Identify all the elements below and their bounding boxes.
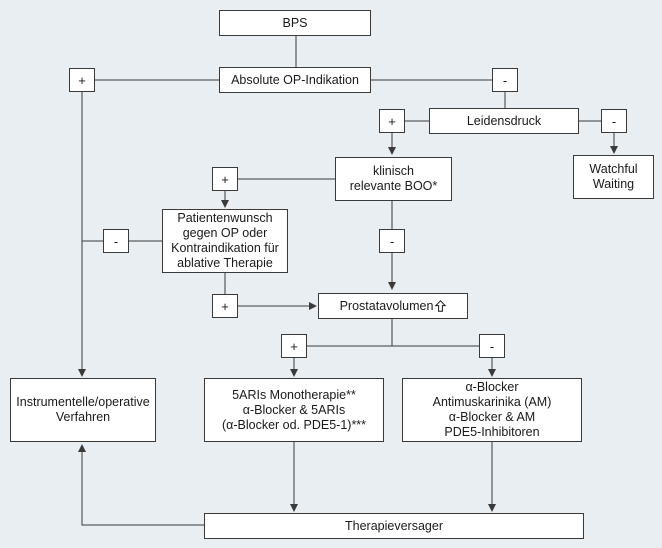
watchful-waiting-node: Watchful Waiting [573, 155, 654, 199]
prostatavolumen-label: Prostatavolumen [339, 298, 434, 313]
leidensdruck-minus-sign: - [601, 109, 627, 133]
up-outline-arrow-icon [435, 300, 447, 312]
5aris-monotherapie-node: 5ARIs Monotherapie** α-Blocker & 5ARIs (… [204, 378, 384, 442]
patientenwunsch-plus-sign: + [212, 294, 238, 318]
alpha-blocker-node: α-Blocker Antimuskarinika (AM) α-Blocker… [402, 378, 582, 442]
patientenwunsch-node: Patientenwunsch gegen OP oder Kontraindi… [162, 209, 288, 273]
patientenwunsch-minus-sign: - [103, 229, 129, 253]
instrumentelle-operative-verfahren-node: Instrumentelle/operative Verfahren [10, 378, 156, 442]
prostatavolumen-plus-sign: + [281, 334, 307, 358]
therapieversager-node: Therapieversager [204, 513, 584, 539]
prostatavolumen-minus-sign: - [479, 334, 505, 358]
boo-minus-sign: - [379, 229, 405, 253]
prostatavolumen-node: Prostatavolumen [318, 293, 468, 319]
boo-plus-sign: + [212, 167, 238, 191]
absolute-op-indikation-node: Absolute OP-Indikation [219, 67, 371, 93]
absolute-op-plus-sign: + [69, 68, 95, 92]
bps-node: BPS [219, 10, 371, 36]
klinisch-relevante-boo-node: klinisch relevante BOO* [335, 157, 452, 201]
leidensdruck-node: Leidensdruck [429, 108, 579, 134]
absolute-op-minus-sign: - [492, 68, 518, 92]
leidensdruck-plus-sign: + [379, 109, 405, 133]
